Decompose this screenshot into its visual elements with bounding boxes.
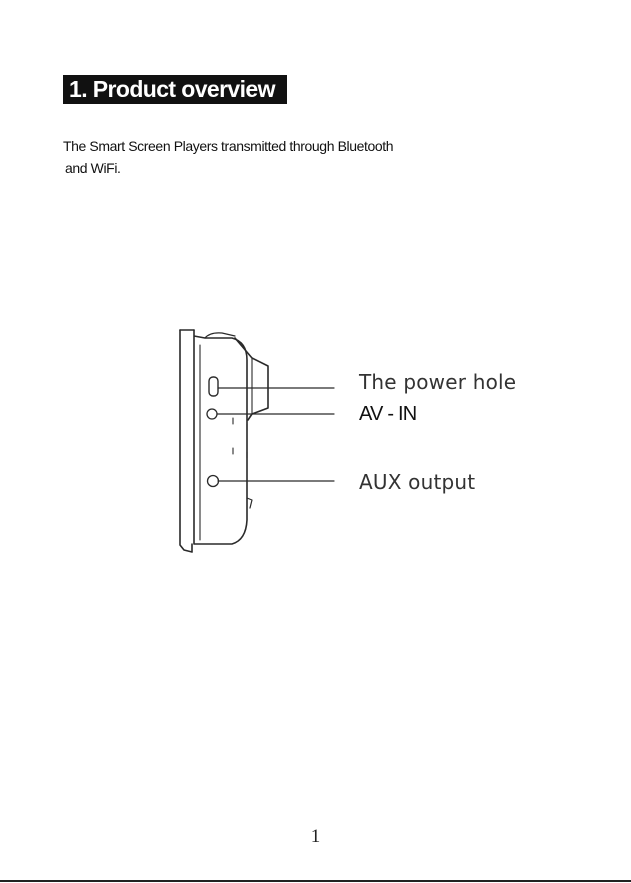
intro-line-2: and WiFi. — [63, 157, 483, 179]
callout-power-hole: The power hole — [359, 370, 516, 394]
footer-rule — [0, 880, 631, 882]
intro-paragraph: The Smart Screen Players transmitted thr… — [63, 135, 483, 179]
callout-av-in: AV - IN — [359, 403, 416, 426]
callout-aux-output: AUX output — [359, 470, 475, 494]
device-side-view-diagram — [150, 315, 570, 565]
page-number: 1 — [0, 826, 631, 848]
power-hole-port — [209, 377, 218, 396]
device-body — [194, 330, 247, 544]
device-bezel — [180, 330, 192, 552]
intro-line-1: The Smart Screen Players transmitted thr… — [63, 135, 483, 157]
aux-output-port — [208, 476, 219, 487]
av-in-port — [207, 409, 217, 419]
section-title: 1. Product overview — [63, 75, 287, 104]
